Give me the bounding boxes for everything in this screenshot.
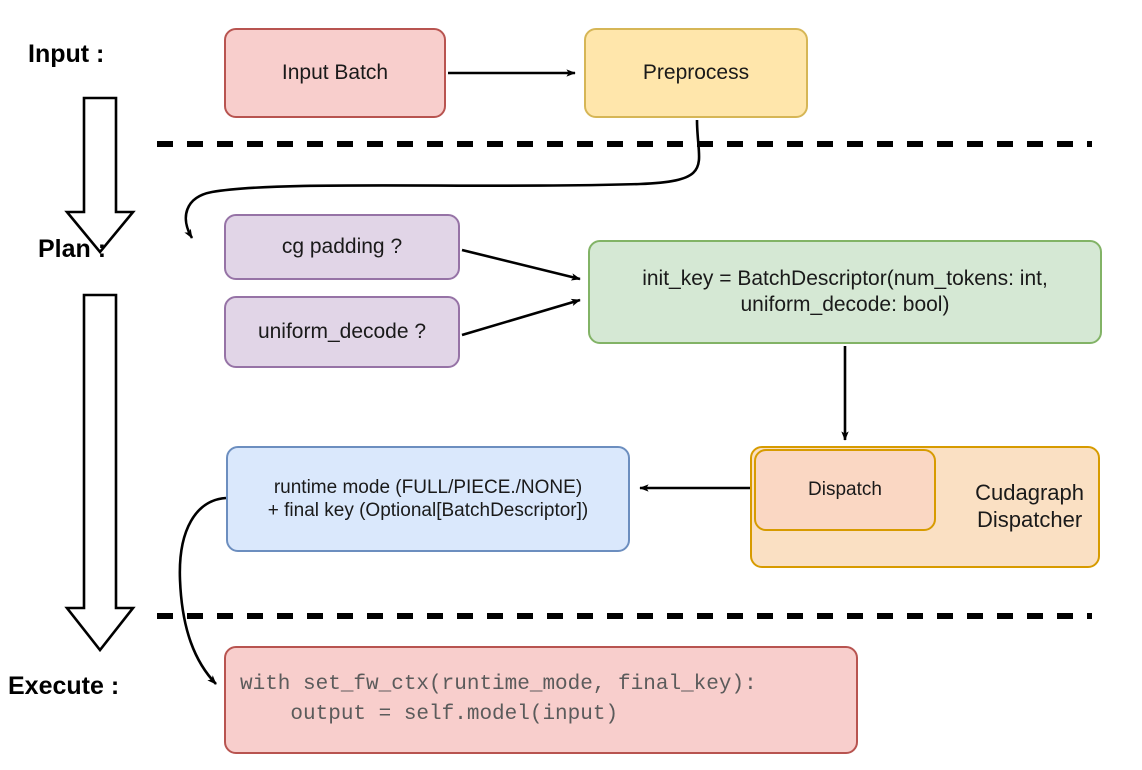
node-runtime-mode-label: runtime mode (FULL/PIECE./NONE) + final …	[267, 476, 589, 521]
node-execute-code-label: with set_fw_ctx(runtime_mode, final_key)…	[240, 672, 757, 726]
node-input-batch-label: Input Batch	[281, 61, 389, 85]
stage-label-input: Input :	[28, 40, 105, 68]
connector-preprocess-to-cg-padding	[184, 119, 701, 239]
connector-uniform-decode-to-init-key	[461, 298, 581, 337]
node-execute-code[interactable]: with set_fw_ctx(runtime_mode, final_key)…	[224, 646, 858, 754]
node-dispatch[interactable]: Dispatch	[754, 449, 936, 531]
node-init-key[interactable]: init_key = BatchDescriptor(num_tokens: i…	[588, 240, 1102, 344]
node-input-batch[interactable]: Input Batch	[224, 28, 446, 118]
stage-arrow-input-to-plan	[64, 96, 136, 255]
stage-label-plan: Plan :	[38, 235, 107, 263]
stage-arrow-plan-to-execute	[64, 293, 136, 653]
node-preprocess[interactable]: Preprocess	[584, 28, 808, 118]
node-runtime-mode[interactable]: runtime mode (FULL/PIECE./NONE) + final …	[226, 446, 630, 552]
node-dispatch-label: Dispatch	[808, 479, 882, 501]
node-preprocess-label: Preprocess	[642, 61, 750, 85]
node-uniform-decode[interactable]: uniform_decode ?	[224, 296, 460, 368]
node-init-key-label: init_key = BatchDescriptor(num_tokens: i…	[642, 267, 1048, 316]
connector-runtime-mode-to-execute-code	[178, 496, 227, 685]
node-uniform-decode-label: uniform_decode ?	[257, 320, 427, 344]
connector-cg-padding-to-init-key	[461, 248, 581, 281]
node-cudagraph-dispatcher-label: Cudagraph Dispatcher	[975, 480, 1084, 532]
node-cg-padding[interactable]: cg padding ?	[224, 214, 460, 280]
stage-label-execute: Execute :	[8, 672, 120, 700]
node-cg-padding-label: cg padding ?	[281, 235, 403, 259]
